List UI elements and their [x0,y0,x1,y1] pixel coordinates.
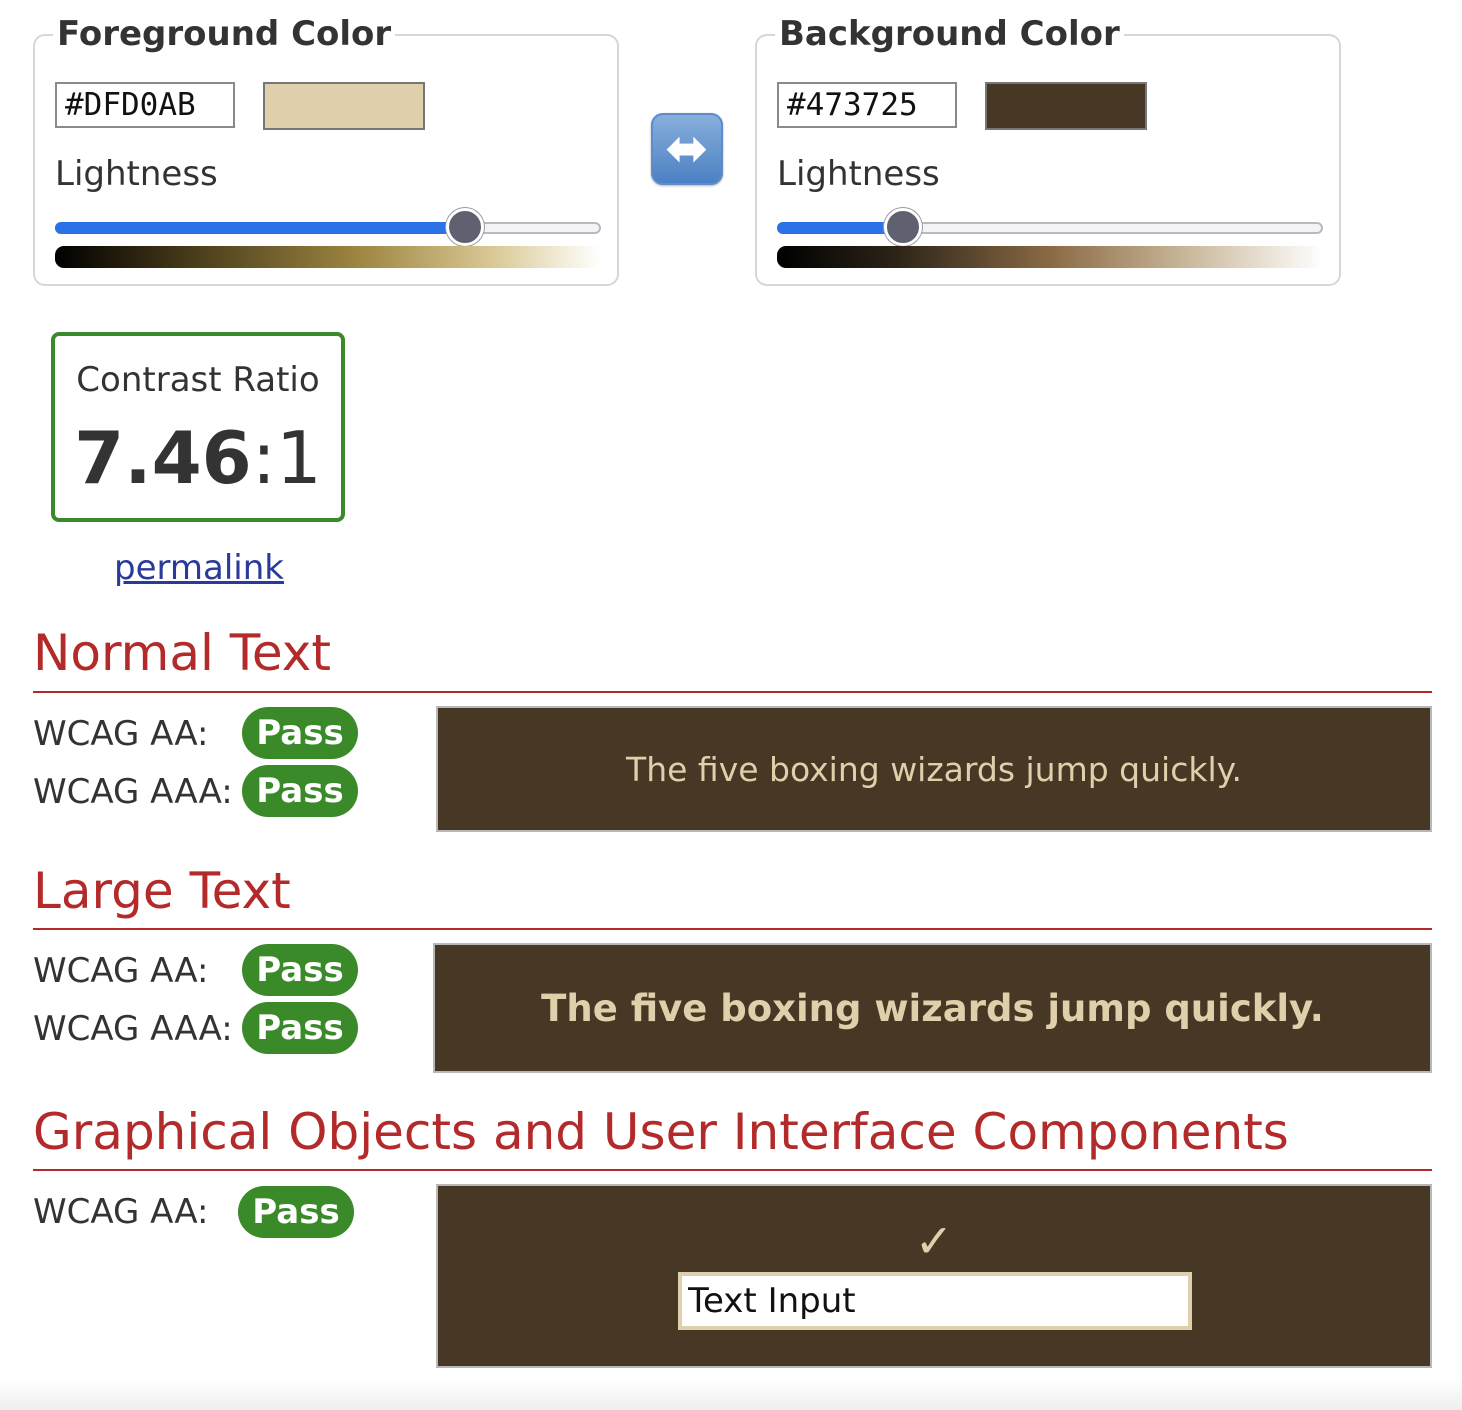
large-wcag-aa-badge: Pass [242,944,358,996]
normal-text-sample: The five boxing wizards jump quickly. [626,749,1242,789]
normal-wcag-aaa-badge: Pass [242,765,358,817]
background-lightness-slider[interactable] [777,222,1323,234]
page-bottom-edge [0,1380,1462,1410]
contrast-ratio-label: Contrast Ratio [76,360,320,400]
graphical-sample-box: ✓ [436,1184,1432,1368]
large-text-heading: Large Text [33,862,291,920]
normal-text-heading: Normal Text [33,624,331,682]
contrast-ratio-box: Contrast Ratio 7.46:1 [51,332,345,522]
background-slider-thumb[interactable] [883,208,922,246]
normal-wcag-aaa-label: WCAG AAA: [33,772,233,812]
large-text-sample-box: The five boxing wizards jump quickly. [433,943,1432,1073]
background-color-swatch[interactable] [985,82,1147,130]
permalink-link[interactable]: permalink [114,548,284,588]
check-mark-icon: ✓ [914,1214,954,1268]
normal-text-sample-box: The five boxing wizards jump quickly. [436,706,1432,832]
foreground-slider-fill [55,222,465,234]
contrast-ratio-suffix: :1 [251,416,322,500]
foreground-lightness-label: Lightness [55,154,218,194]
background-hex-input[interactable] [777,82,957,128]
background-color-legend: Background Color [775,14,1124,54]
graphical-objects-divider [33,1169,1432,1171]
sample-text-input[interactable] [678,1272,1192,1330]
large-wcag-aaa-badge: Pass [242,1002,358,1054]
large-wcag-aaa-label: WCAG AAA: [33,1009,233,1049]
normal-text-divider [33,691,1432,693]
foreground-color-panel: Foreground Color Lightness [33,14,619,286]
normal-wcag-aa-badge: Pass [242,707,358,759]
background-lightness-gradient [777,246,1323,268]
large-wcag-aa-label: WCAG AA: [33,951,209,991]
graphical-objects-heading: Graphical Objects and User Interface Com… [33,1103,1289,1161]
foreground-color-swatch[interactable] [263,82,425,130]
foreground-color-legend: Foreground Color [53,14,396,54]
large-text-divider [33,928,1432,930]
left-right-arrow-icon: ⬌ [665,119,709,179]
background-lightness-label: Lightness [777,154,940,194]
foreground-lightness-slider[interactable] [55,222,601,234]
background-slider-fill [777,222,903,234]
large-text-sample: The five boxing wizards jump quickly. [541,986,1324,1030]
graphical-wcag-aa-label: WCAG AA: [33,1192,209,1232]
contrast-ratio-value: 7.46:1 [55,416,341,500]
foreground-hex-input[interactable] [55,82,235,128]
background-color-panel: Background Color Lightness [755,14,1341,286]
foreground-slider-thumb[interactable] [445,208,484,246]
swap-colors-button[interactable]: ⬌ [651,113,723,185]
normal-wcag-aa-label: WCAG AA: [33,714,209,754]
contrast-ratio-number: 7.46 [74,416,252,500]
graphical-wcag-aa-badge: Pass [238,1186,354,1238]
foreground-lightness-gradient [55,246,601,268]
